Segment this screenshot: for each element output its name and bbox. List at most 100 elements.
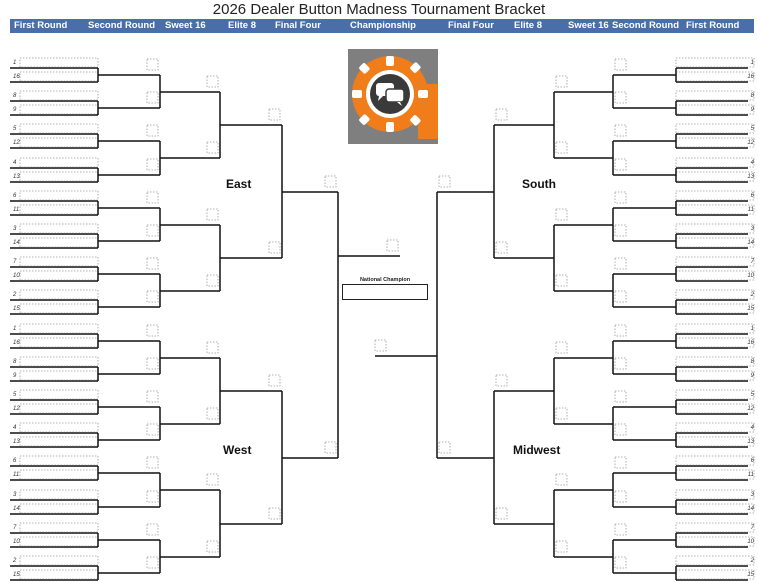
first-round-slot-right[interactable] [675,289,755,300]
first-round-slot-left[interactable] [19,389,99,400]
first-round-slot-left[interactable] [19,469,99,480]
first-round-slot-left[interactable] [19,555,99,566]
round-3-slot-left[interactable] [206,407,219,420]
first-round-slot-left[interactable] [19,137,99,148]
first-round-slot-left[interactable] [19,204,99,215]
round-3-slot-right[interactable] [555,141,568,154]
round-2-slot-right[interactable] [614,257,627,270]
first-round-slot-right[interactable] [675,157,755,168]
first-round-slot-right[interactable] [675,256,755,267]
round-3-slot-right[interactable] [555,341,568,354]
round-2-slot-right[interactable] [614,324,627,337]
first-round-slot-left[interactable] [19,503,99,514]
first-round-slot-left[interactable] [19,337,99,348]
first-round-slot-right[interactable] [675,522,755,533]
round-2-slot-right[interactable] [614,91,627,104]
round-2-slot-right[interactable] [614,556,627,569]
first-round-slot-left[interactable] [19,403,99,414]
first-round-slot-right[interactable] [675,555,755,566]
round-4-slot-left[interactable] [268,507,281,520]
round-3-slot-left[interactable] [206,274,219,287]
round-2-slot-right[interactable] [614,456,627,469]
first-round-slot-left[interactable] [19,223,99,234]
round-2-slot-left[interactable] [146,523,159,536]
first-round-slot-right[interactable] [675,455,755,466]
round-2-slot-right[interactable] [614,523,627,536]
first-round-slot-right[interactable] [675,123,755,134]
first-round-slot-left[interactable] [19,104,99,115]
round-2-slot-right[interactable] [614,191,627,204]
round-2-slot-left[interactable] [146,423,159,436]
first-round-slot-right[interactable] [675,90,755,101]
round-2-slot-left[interactable] [146,158,159,171]
round-4-slot-right[interactable] [495,241,508,254]
round-3-slot-left[interactable] [206,141,219,154]
round-2-slot-left[interactable] [146,290,159,303]
round-3-slot-right[interactable] [555,75,568,88]
round-2-slot-left[interactable] [146,58,159,71]
round-2-slot-left[interactable] [146,324,159,337]
first-round-slot-left[interactable] [19,256,99,267]
first-round-slot-right[interactable] [675,223,755,234]
first-round-slot-left[interactable] [19,171,99,182]
first-round-slot-left[interactable] [19,190,99,201]
round-3-slot-right[interactable] [555,274,568,287]
round-4-slot-left[interactable] [268,241,281,254]
round-2-slot-right[interactable] [614,224,627,237]
first-round-slot-right[interactable] [675,57,755,68]
round-2-slot-left[interactable] [146,357,159,370]
round-4-slot-right[interactable] [495,108,508,121]
round-2-slot-right[interactable] [614,423,627,436]
championship-slot-left[interactable] [386,239,399,252]
round-4-slot-right[interactable] [495,374,508,387]
first-round-slot-left[interactable] [19,356,99,367]
first-round-slot-left[interactable] [19,455,99,466]
round-5-slot-left[interactable] [324,441,337,454]
round-2-slot-right[interactable] [614,490,627,503]
round-3-slot-left[interactable] [206,473,219,486]
first-round-slot-left[interactable] [19,57,99,68]
first-round-slot-left[interactable] [19,569,99,580]
round-4-slot-left[interactable] [268,108,281,121]
round-2-slot-right[interactable] [614,124,627,137]
round-3-slot-right[interactable] [555,473,568,486]
championship-slot-right[interactable] [374,339,387,352]
round-3-slot-right[interactable] [555,540,568,553]
round-2-slot-left[interactable] [146,124,159,137]
round-2-slot-right[interactable] [614,390,627,403]
round-5-slot-right[interactable] [438,441,451,454]
round-2-slot-right[interactable] [614,58,627,71]
round-2-slot-left[interactable] [146,224,159,237]
round-4-slot-left[interactable] [268,374,281,387]
first-round-slot-right[interactable] [675,190,755,201]
first-round-slot-left[interactable] [19,323,99,334]
first-round-slot-right[interactable] [675,422,755,433]
round-2-slot-left[interactable] [146,257,159,270]
first-round-slot-left[interactable] [19,90,99,101]
national-champion-slot[interactable] [342,284,428,300]
round-2-slot-left[interactable] [146,490,159,503]
first-round-slot-left[interactable] [19,522,99,533]
round-5-slot-left[interactable] [324,175,337,188]
round-3-slot-left[interactable] [206,540,219,553]
round-2-slot-right[interactable] [614,357,627,370]
first-round-slot-right[interactable] [675,489,755,500]
first-round-slot-left[interactable] [19,270,99,281]
round-3-slot-right[interactable] [555,407,568,420]
first-round-slot-left[interactable] [19,71,99,82]
round-3-slot-right[interactable] [555,208,568,221]
first-round-slot-left[interactable] [19,370,99,381]
round-3-slot-left[interactable] [206,208,219,221]
round-2-slot-right[interactable] [614,158,627,171]
first-round-slot-right[interactable] [675,389,755,400]
first-round-slot-left[interactable] [19,157,99,168]
round-2-slot-left[interactable] [146,456,159,469]
round-2-slot-left[interactable] [146,91,159,104]
first-round-slot-right[interactable] [675,323,755,334]
first-round-slot-left[interactable] [19,123,99,134]
round-5-slot-right[interactable] [438,175,451,188]
first-round-slot-left[interactable] [19,303,99,314]
first-round-slot-left[interactable] [19,489,99,500]
first-round-slot-left[interactable] [19,237,99,248]
first-round-slot-left[interactable] [19,436,99,447]
